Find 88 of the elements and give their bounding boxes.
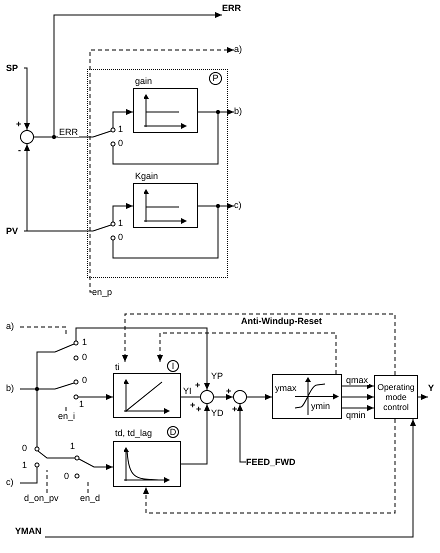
switch-symbol [93,219,117,243]
signal-label: d_on_pv [24,493,68,503]
edge-label: YI [182,386,193,396]
contact-number: 0 [22,443,28,453]
arrow [24,144,30,232]
signal-line [180,396,200,398]
sign-label: + [195,380,200,390]
block-heading: td, td_lag [115,428,152,438]
contact-number: 0 [82,352,88,362]
contact-number: 1 [118,218,124,228]
control-line [157,332,336,374]
sign-label: + [196,404,202,414]
signal-line [112,206,218,258]
limiter-block [272,374,342,419]
signal-label: PV [6,226,24,236]
contact-number: 0 [64,471,70,481]
arrow [80,394,114,400]
circled-letter: I [167,360,179,372]
contact-number: 1 [82,337,88,347]
arrow [180,404,210,464]
sign-label: + [232,404,238,414]
summing-junction [233,390,247,404]
signal-label: YMAN [15,526,45,537]
control-line [20,326,66,336]
limit-label: ymin [311,401,330,411]
signal-label: a) [234,44,248,56]
signal-label: c) [234,200,248,212]
block-heading: ti [115,362,120,372]
arrow [342,405,374,411]
sign-label: + [226,386,232,396]
control-line [46,470,48,494]
contact-number: 1 [118,124,124,134]
limit-label: ymax [275,383,297,393]
sign-label: + [16,119,22,129]
edge-label: Anti-Windup-Reset [240,316,323,326]
contact-number: 1 [79,399,84,409]
edge-label: qmin [345,410,367,420]
signal-line [24,230,94,232]
arrow [237,404,246,462]
signal-label: FEED_FWD [246,457,298,468]
mode-control-block: Operating mode control [374,375,418,419]
arrow [112,203,134,220]
block-heading: gain [135,76,152,86]
summing-junction [20,130,34,144]
signal-line [34,136,94,138]
signal-label: c) [6,477,20,489]
signal-label: en_p [92,287,116,297]
contact-number: 0 [118,138,124,148]
arrow [342,394,374,400]
circled-letter: P [209,72,222,85]
arrow [44,418,416,538]
arrow [246,394,272,400]
block-heading: Kgain [135,171,158,181]
control-line [90,47,234,292]
signal-line [20,470,38,484]
sign-label: - [18,145,21,155]
arrow [342,383,374,389]
sign-label: + [190,400,196,410]
signal-label: a) [6,321,20,333]
summing-junction [200,390,214,404]
dotted-frame [87,69,228,278]
arrow [98,464,114,470]
contact-number: 1 [70,441,76,451]
arrow [76,328,210,390]
signal-label: b) [6,383,20,395]
control-line [143,418,396,514]
signal-label: SP [6,63,24,73]
signal-label: ERR [222,3,242,15]
arrow [214,394,234,400]
edge-label: ERR [58,127,80,137]
arrow [418,394,428,400]
switch-symbol [93,125,117,149]
signal-line [112,112,218,164]
contact-number: 0 [118,232,124,242]
edge-label: YP [210,371,224,381]
control-line [122,314,396,376]
arrow [24,68,30,130]
signal-label: Y [428,383,438,397]
signal-line [20,388,38,444]
contact-number: 1 [22,460,28,470]
contact-number: 0 [82,375,88,385]
circled-letter: D [167,426,179,438]
edge-label: YD [210,408,225,418]
signal-label: b) [234,106,248,118]
edge-label: qmax [345,375,370,385]
signal-label: en_d [80,493,104,503]
arrow [112,109,134,126]
signal-label: en_i [58,411,80,421]
